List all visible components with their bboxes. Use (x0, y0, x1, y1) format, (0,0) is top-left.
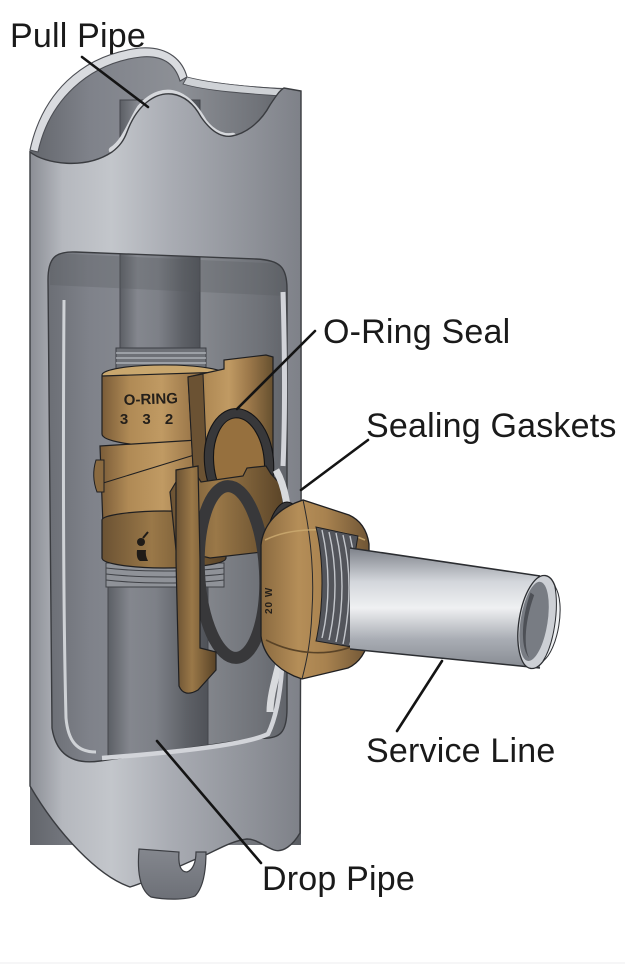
label-service-line: Service Line (366, 732, 556, 770)
label-o-ring-seal: O-Ring Seal (323, 313, 510, 351)
window-top-shadow (50, 253, 287, 296)
service-pipe-bottom-edge (349, 648, 541, 669)
nut-stamp: 20 W (264, 587, 275, 614)
label-sealing-gaskets: Sealing Gaskets (366, 407, 617, 445)
drop-pipe-lower-tip (137, 848, 207, 900)
label-drop-pipe: Drop Pipe (262, 860, 415, 898)
leader-sealing-gaskets (299, 438, 370, 492)
service-pipe-body (350, 548, 540, 668)
adapter-stamp-line1: O-RING (123, 390, 178, 409)
service-line-pipe (349, 547, 561, 670)
window-cut-edge-bottom (101, 667, 285, 761)
leader-o-ring-seal (235, 329, 317, 411)
leader-service-line (395, 659, 444, 733)
coupling-ridges (116, 352, 206, 364)
thread-lines (321, 529, 357, 646)
window-cut-edge-left (61, 299, 97, 754)
service-pipe-open-end (517, 574, 561, 670)
adapter-side-lug (93, 459, 105, 493)
label-pull-pipe: Pull Pipe (10, 17, 146, 55)
maker-mark-icon (136, 531, 149, 561)
pipe-end-bore (519, 581, 549, 661)
service-pipe-top-edge (349, 547, 541, 577)
adapter-stamp-line2: 3 3 2 (120, 411, 178, 428)
nut-facet-line (301, 499, 314, 680)
leader-drop-pipe (155, 739, 263, 865)
leader-pull-pipe (80, 55, 150, 109)
callout-labels: Pull Pipe O-Ring Seal Sealing Gaskets Se… (10, 17, 617, 898)
window-cut-edge-right-upper (280, 291, 287, 467)
adapter-bail-bar (175, 465, 217, 694)
image-bottom-line (0, 962, 625, 964)
pipe-end-shadow (522, 592, 535, 659)
pipe-end-curl (542, 585, 561, 662)
leader-lines (80, 55, 444, 865)
thread-ring-lines (105, 567, 225, 584)
